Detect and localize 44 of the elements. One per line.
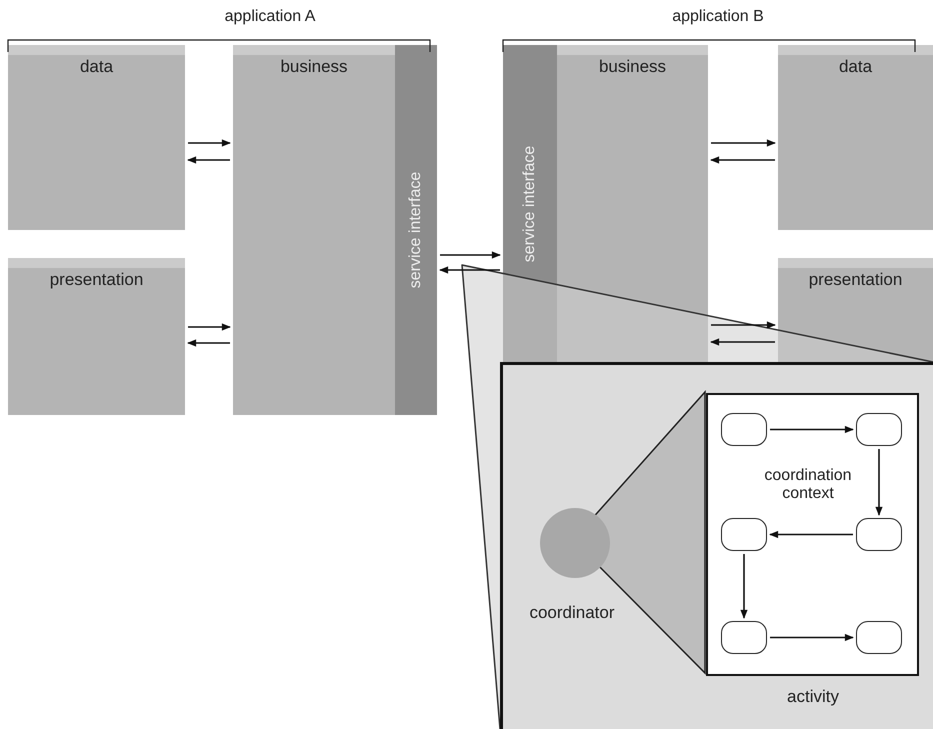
arrow [187, 339, 230, 347]
arrow [440, 251, 501, 259]
node-label: service interface [407, 172, 425, 288]
arrow [740, 554, 748, 619]
arrow [710, 156, 775, 164]
node-caption: coordinator [528, 603, 616, 623]
node-label: business [279, 57, 349, 77]
node-label: data [78, 57, 114, 77]
arrow [439, 266, 500, 274]
rounded-box [856, 518, 902, 551]
rounded-box [721, 621, 767, 654]
rounded-box [856, 413, 902, 446]
rounded-box [721, 413, 767, 446]
node-label: presentation [808, 270, 904, 290]
arrow [188, 139, 231, 147]
layer-block [233, 45, 437, 415]
activity-box [706, 393, 919, 676]
node-caption: activity [786, 687, 840, 707]
rounded-box [856, 621, 902, 654]
zoom-panel [500, 362, 933, 729]
layer-block [778, 258, 933, 362]
node-label: data [838, 57, 874, 77]
layer-block [8, 258, 185, 415]
service-interface-strip [395, 45, 437, 415]
node-label: business [598, 57, 668, 77]
arrow [188, 323, 231, 331]
arrow [875, 449, 883, 516]
node-label: service interface [521, 145, 539, 262]
layer-block [503, 45, 708, 362]
node-label: coordination context [763, 467, 853, 503]
group-label: application A [224, 8, 316, 26]
arrow [769, 530, 853, 538]
arrow [770, 634, 854, 642]
group-label: application B [671, 8, 765, 26]
service-interface-strip [503, 45, 557, 362]
rounded-box [721, 518, 767, 551]
arrow [711, 139, 776, 147]
layer-block [8, 45, 185, 230]
layer-block [778, 45, 933, 230]
node-label: presentation [48, 270, 144, 290]
arrow [770, 426, 854, 434]
arrow [711, 321, 776, 329]
arrow [187, 156, 230, 164]
arrow [710, 338, 775, 346]
